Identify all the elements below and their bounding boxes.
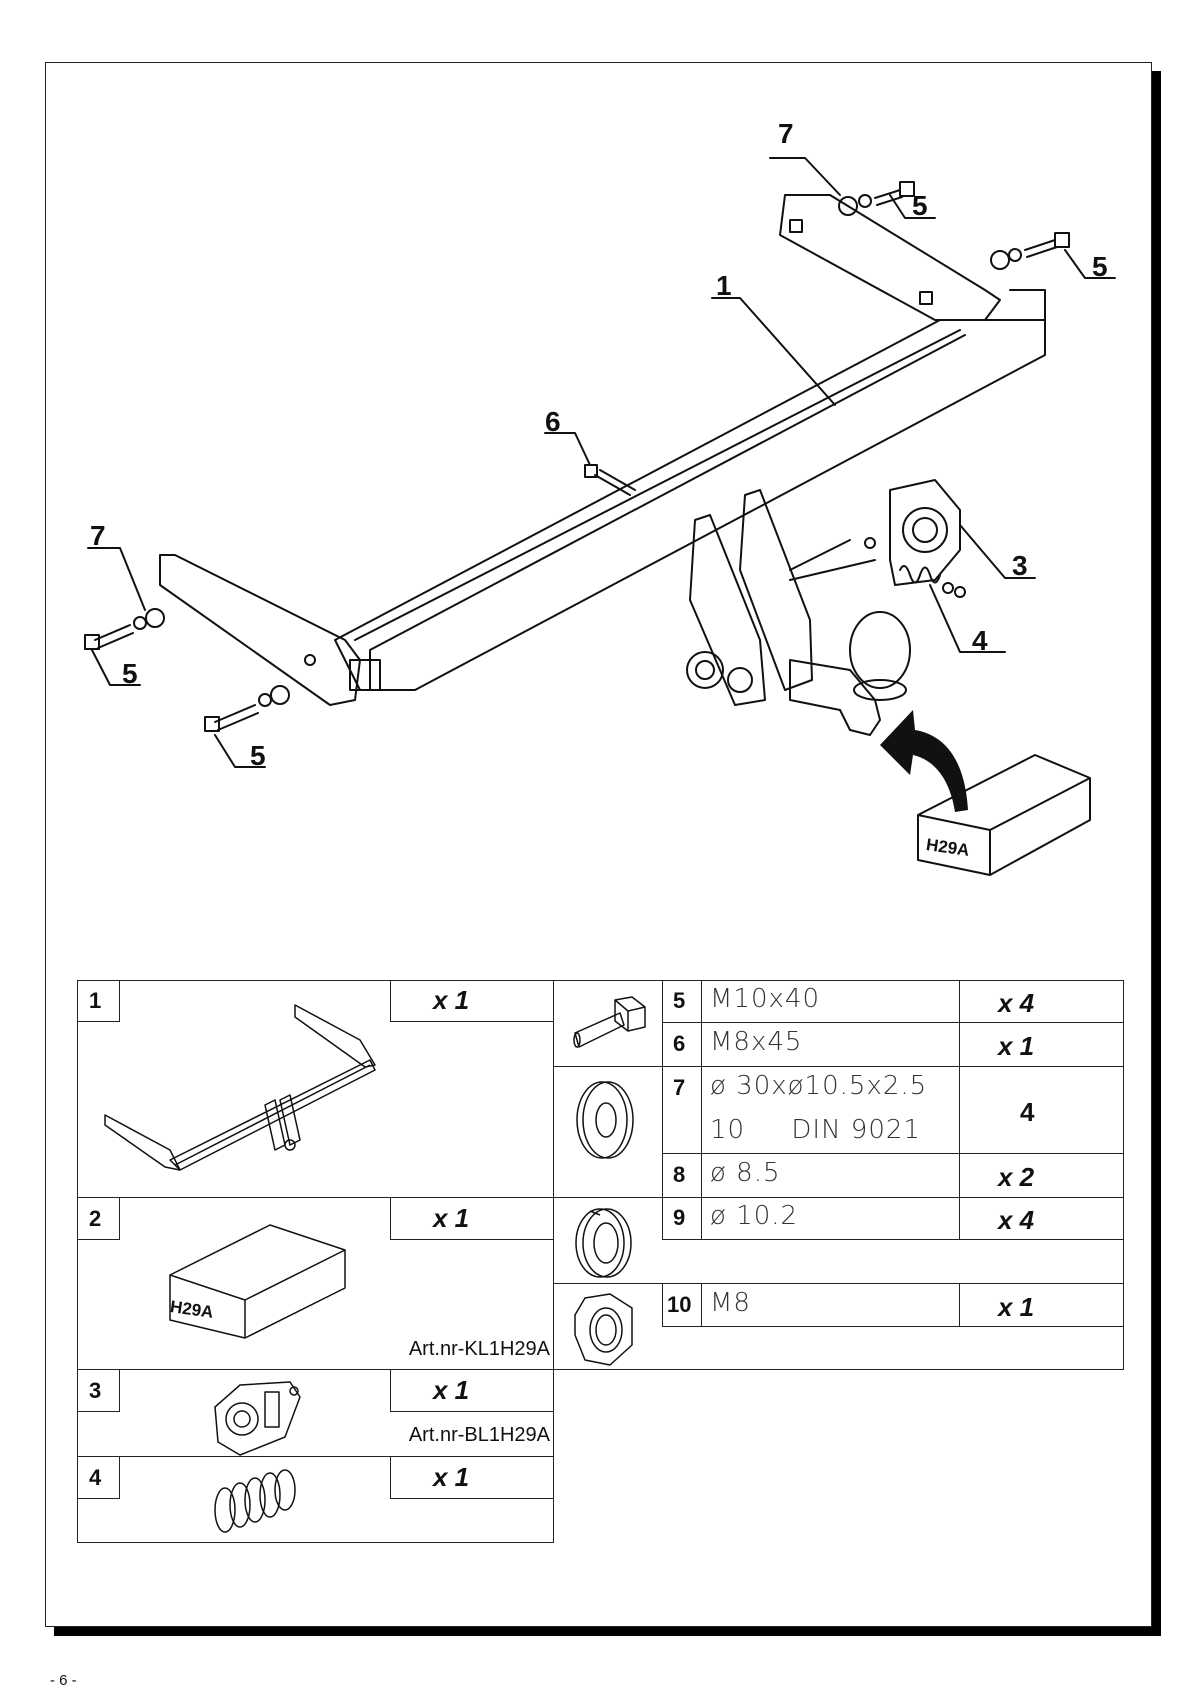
part-number-1: 1 <box>77 980 120 1022</box>
callout-5-right: 5 <box>1092 251 1108 282</box>
callout-6: 6 <box>545 406 561 437</box>
part-row-3 <box>77 1370 554 1457</box>
part-spec-8: ø 8.5 <box>710 1158 781 1188</box>
spring-thumbnail-icon <box>214 1469 296 1533</box>
spring-washer-row <box>554 1197 1124 1284</box>
part-spec-7-din: 10 DIN 9021 <box>702 1111 959 1154</box>
part-number-6: 6 <box>662 1023 702 1067</box>
curved-arrow <box>880 710 968 812</box>
spring <box>899 565 941 584</box>
part-qty-6: x 1 <box>959 1023 1124 1067</box>
callout-5-left: 5 <box>122 658 138 689</box>
tow-ball <box>849 611 911 689</box>
callout-3: 3 <box>1012 550 1028 581</box>
electrical-kit-box-icon <box>169 1224 346 1339</box>
callout-1: 1 <box>716 270 732 301</box>
callout-5-bottom: 5 <box>250 740 266 771</box>
page-frame <box>45 62 1152 1627</box>
parts-table-left <box>77 980 554 1543</box>
part-art-nr-2: Art.nr-KL1H29A <box>408 1338 550 1360</box>
part-number-2: 2 <box>77 1198 120 1240</box>
part-row-1 <box>77 980 554 1198</box>
part-qty-8: x 2 <box>959 1154 1124 1197</box>
callout-7-top: 7 <box>778 118 794 149</box>
part-qty-7: 4 <box>959 1067 1124 1154</box>
part-number-10: 10 <box>662 1284 702 1327</box>
bolt-icon-cell <box>554 980 662 1067</box>
washer-icon <box>576 1081 634 1159</box>
callout-4: 4 <box>972 625 988 656</box>
part-spec-5: M10x40 <box>702 980 959 1023</box>
part-spec-10: M8 <box>702 1284 959 1327</box>
part-number-4: 4 <box>77 1457 120 1499</box>
part-art-nr-3: Art.nr-BL1H29A <box>408 1424 550 1446</box>
spring-washer-icon <box>575 1208 632 1278</box>
nut-icon <box>574 1293 633 1366</box>
part-qty-1: x 1 <box>390 980 554 1022</box>
callout-5-top: 5 <box>912 190 928 221</box>
part-qty-4: x 1 <box>390 1457 554 1499</box>
ball-neck <box>789 659 881 736</box>
part-qty-9: x 4 <box>959 1197 1124 1240</box>
part-number-3: 3 <box>77 1370 120 1412</box>
towbar-exploded-diagram <box>84 157 1116 876</box>
neck-plate <box>689 514 766 706</box>
part-row-2 <box>77 1198 554 1370</box>
callout-7-left: 7 <box>90 520 106 551</box>
part-number-8: 8 <box>662 1154 702 1197</box>
part-qty-2: x 1 <box>390 1198 554 1240</box>
parts-table-right <box>554 980 1124 1370</box>
socket-plate-thumbnail-icon <box>214 1381 301 1456</box>
left-bracket <box>159 554 361 706</box>
part-number-7: 7 <box>662 1067 702 1154</box>
page-number: - 6 - <box>50 1672 77 1689</box>
part-spec-6: M8x45 <box>702 1023 959 1067</box>
right-bracket <box>779 194 1001 321</box>
crossbar-thumbnail-icon <box>104 1004 376 1171</box>
part-spec-9: ø 10.2 <box>702 1197 959 1240</box>
h29a-box <box>917 754 1091 876</box>
crossbar-part <box>334 319 1046 691</box>
part-number-9: 9 <box>662 1197 702 1240</box>
part-number-5: 5 <box>662 980 702 1023</box>
part-qty-5: x 4 <box>959 980 1124 1023</box>
part-qty-10: x 1 <box>959 1284 1124 1327</box>
part-spec-7: ø 30xø10.5x2.5 <box>710 1071 928 1101</box>
part-qty-3: x 1 <box>390 1370 554 1412</box>
bolt-icon <box>573 996 646 1048</box>
socket-plate <box>889 479 961 586</box>
